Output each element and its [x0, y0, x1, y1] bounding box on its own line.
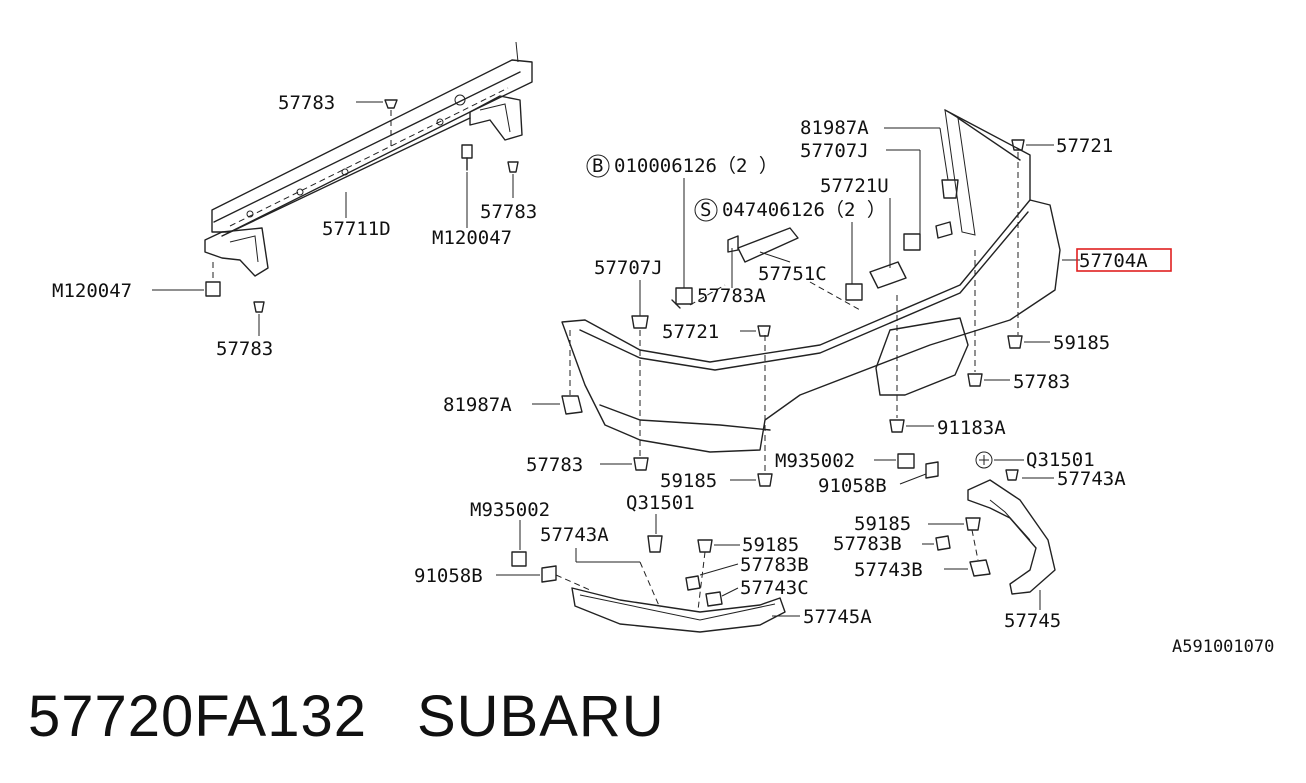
- fastener-59185-corner: [965, 517, 981, 531]
- label-57751c: 57751C: [758, 263, 827, 285]
- label-047406126: 047406126（2 ）: [722, 199, 886, 221]
- fastener-clip-57783-top: [384, 99, 398, 146]
- fastener-57721-top: [1011, 139, 1025, 151]
- clip-57783b-corner: [935, 535, 951, 551]
- label-59185-lower: 59185: [742, 534, 799, 556]
- label-57704a: 57704A: [1079, 250, 1148, 272]
- label-57743b: 57743B: [854, 559, 923, 581]
- label-57783b-lower: 57783B: [740, 554, 809, 576]
- label-m120047-left: M120047: [52, 280, 132, 302]
- fastener-57783-left: [253, 301, 265, 336]
- label-57783-top: 57783: [278, 92, 335, 114]
- fastener-57783-right: [507, 161, 519, 198]
- label-m935002-left: M935002: [470, 499, 550, 521]
- label-81987a-left: 81987A: [443, 394, 512, 416]
- label-57721-top: 57721: [1056, 135, 1113, 157]
- footer-brand: SUBARU: [416, 684, 665, 749]
- label-57783-left: 57783: [216, 338, 273, 360]
- label-010006126: 010006126（2 ）: [614, 155, 778, 177]
- fastener-59185-lower: [697, 539, 713, 553]
- label-91058b-right: 91058B: [818, 475, 887, 497]
- label-circle-b: B: [592, 155, 603, 177]
- label-57721-center: 57721: [662, 321, 719, 343]
- fastener-57783-bumper-right: [967, 373, 983, 387]
- footer-part-number: 57720FA132: [28, 684, 367, 749]
- label-81987a-top: 81987A: [800, 117, 869, 139]
- label-57783a: 57783A: [697, 285, 766, 307]
- clip-81987a-top: [941, 179, 959, 199]
- label-59185-center: 59185: [660, 470, 717, 492]
- label-91058b-left: 91058B: [414, 565, 483, 587]
- bolt-010006126: [671, 287, 693, 309]
- label-q31501-right: Q31501: [1026, 449, 1095, 471]
- clip-57783b-lower: [685, 575, 701, 591]
- label-57745: 57745: [1004, 610, 1061, 632]
- label-59185-corner: 59185: [854, 513, 911, 535]
- fastener-59185-right: [1007, 335, 1023, 349]
- label-57745a: 57745A: [803, 606, 872, 628]
- clip-57743c: [705, 591, 723, 607]
- label-57707j-left: 57707J: [594, 257, 663, 279]
- fastener-59185-center: [757, 473, 773, 487]
- label-57721u: 57721U: [820, 175, 889, 197]
- fastener-57721-center: [757, 325, 771, 337]
- label-57783-bumper-left: 57783: [526, 454, 583, 476]
- bolt-m935002-left: [511, 551, 557, 583]
- label-m120047-right: M120047: [432, 227, 512, 249]
- clip-57743b: [969, 559, 991, 577]
- bolt-m120047-left: [205, 262, 221, 297]
- label-57743a-left: 57743A: [540, 524, 609, 546]
- bumper-face-57704a: [561, 109, 1061, 453]
- bracket-57751c: [727, 227, 799, 263]
- screw-q31501-left: [647, 535, 663, 553]
- footer-caption: 57720FA132 SUBARU: [28, 683, 715, 750]
- lower-garnish-57745a: [571, 587, 786, 633]
- bolt-m120047-right: [461, 144, 473, 228]
- bolt-047406126: [845, 283, 863, 301]
- fastener-57783-bumper-left: [633, 457, 649, 471]
- clip-81987a-left: [561, 395, 583, 415]
- bolt-57707j-right: [903, 221, 953, 251]
- highlight-box-57704a: [1076, 248, 1172, 272]
- label-57707j-right: 57707J: [800, 140, 869, 162]
- label-q31501-left: Q31501: [626, 492, 695, 514]
- diagram-code: A591001070: [1172, 637, 1274, 657]
- screw-q31501-right: [975, 451, 1019, 481]
- bracket-57721u: [869, 261, 907, 289]
- label-57783-right: 57783: [480, 201, 537, 223]
- corner-garnish-57745: [967, 479, 1056, 595]
- label-59185-right: 59185: [1053, 332, 1110, 354]
- label-m935002-right: M935002: [775, 450, 855, 472]
- fastener-91183a: [889, 419, 905, 433]
- label-57743c: 57743C: [740, 577, 809, 599]
- label-circle-s: S: [700, 199, 711, 221]
- bolt-m935002-right: [897, 453, 939, 479]
- label-57783b-corner: 57783B: [833, 533, 902, 555]
- label-57783-bumper-right: 57783: [1013, 371, 1070, 393]
- label-91183a: 91183A: [937, 417, 1006, 439]
- clip-57707j-left: [631, 315, 649, 329]
- reinforcement-beam-57711d: [204, 41, 533, 277]
- label-57743a-right: 57743A: [1057, 468, 1126, 490]
- label-57711d: 57711D: [322, 218, 391, 240]
